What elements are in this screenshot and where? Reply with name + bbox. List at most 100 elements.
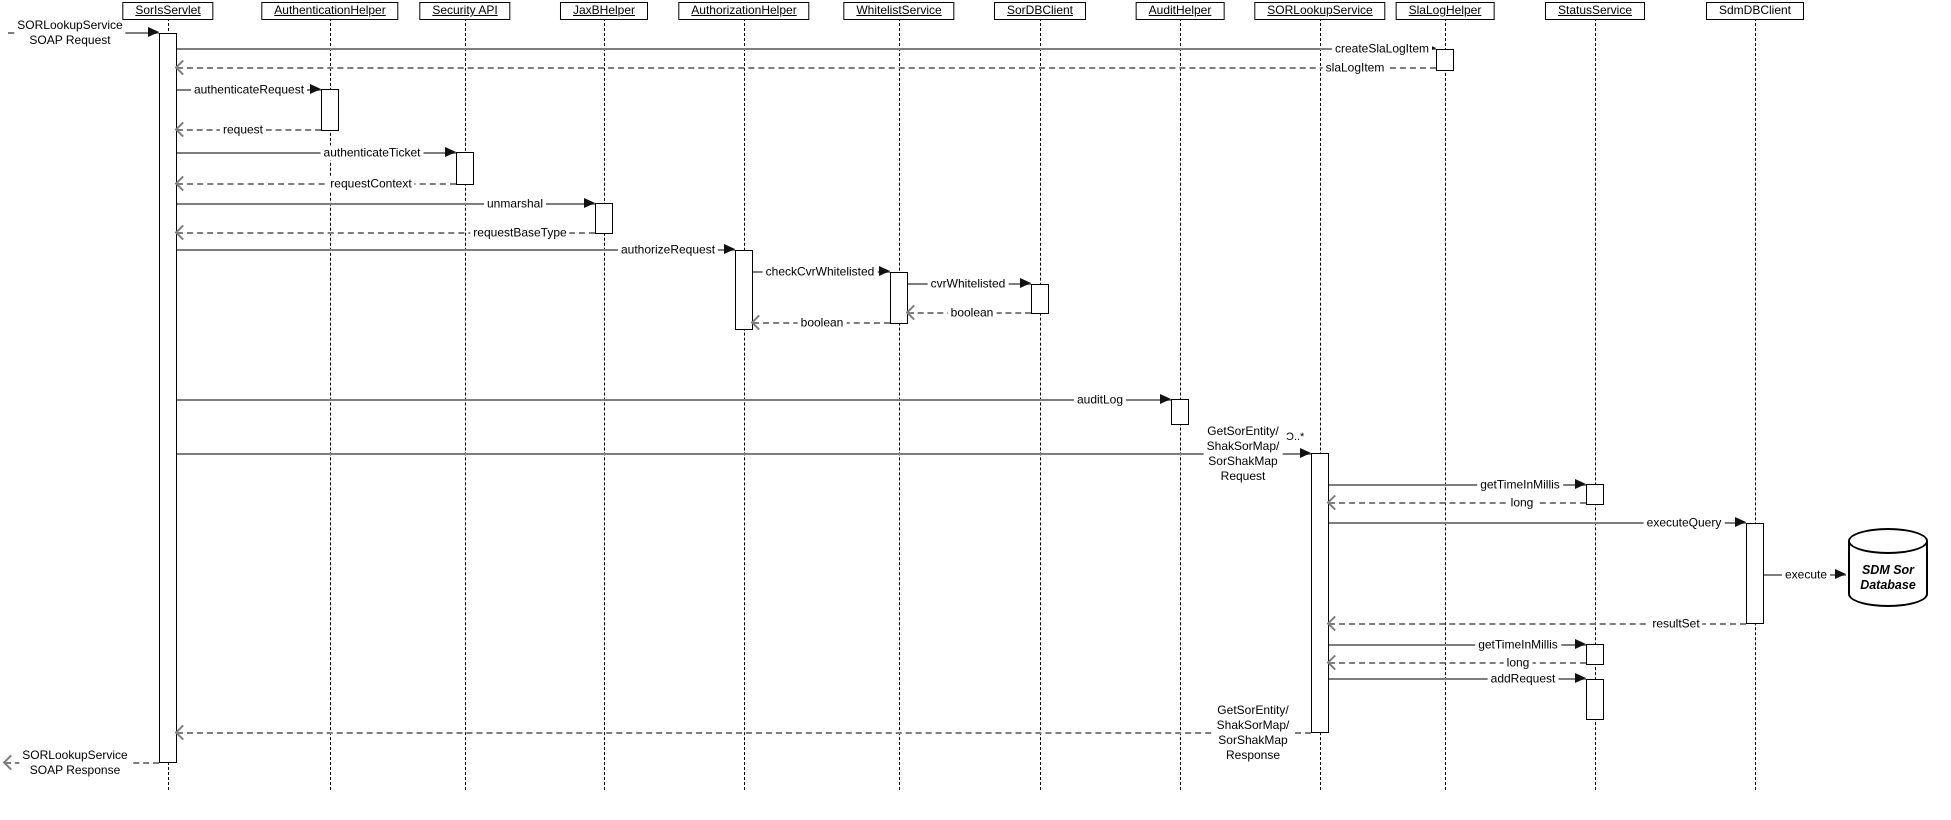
arrowhead-open-icon — [174, 59, 191, 76]
lifeline-line — [329, 18, 331, 790]
lifeline-header-SorDBClient[interactable]: SorDBClient — [993, 2, 1087, 20]
lifeline-header-AuditHelper[interactable]: AuditHelper — [1135, 2, 1225, 20]
lifeline-header-JaxBHelper[interactable]: JaxBHelper — [559, 2, 649, 20]
message-line — [177, 453, 1311, 455]
activation-bar[interactable] — [1436, 49, 1454, 71]
lifeline-header-StatusService[interactable]: StatusService — [1544, 2, 1646, 20]
message-label[interactable]: SORLookupService SOAP Response — [19, 748, 131, 778]
lifeline-name-label: Security API — [432, 3, 498, 17]
activation-bar[interactable] — [1586, 644, 1604, 665]
message-label[interactable]: authenticateTicket — [320, 145, 424, 161]
message-label[interactable]: auditLog — [1073, 392, 1127, 408]
lifeline-header-AuthorizationHelper[interactable]: AuthorizationHelper — [678, 2, 810, 20]
lifeline-line — [1754, 18, 1756, 790]
message-line — [1329, 678, 1586, 680]
message-label[interactable]: GetSorEntity/ ShakSorMap/ SorShakMap Req… — [1203, 424, 1283, 484]
message-label[interactable]: getTimeInMillis — [1477, 477, 1563, 493]
activation-bar[interactable] — [735, 250, 753, 330]
lifeline-name-label: SorIsServlet — [135, 3, 201, 17]
message-label[interactable]: long — [1503, 655, 1533, 671]
arrowhead-open-icon — [174, 175, 191, 192]
arrowhead-filled-icon — [1160, 394, 1171, 404]
activation-bar[interactable] — [595, 203, 613, 234]
arrowhead-open-icon — [174, 121, 191, 138]
arrowhead-filled-icon — [1300, 448, 1311, 458]
lifeline-name-label: SlaLogHelper — [1408, 3, 1482, 17]
message-label[interactable]: addRequest — [1487, 671, 1559, 687]
activation-bar[interactable] — [1586, 679, 1604, 720]
lifeline-name-label: AuditHelper — [1148, 3, 1212, 17]
lifeline-line — [743, 18, 745, 790]
message-line — [177, 203, 595, 205]
message-line — [177, 732, 1311, 734]
lifeline-line — [1594, 18, 1596, 790]
lifeline-line — [1319, 18, 1321, 790]
message-line — [1329, 662, 1586, 664]
message-label[interactable]: boolean — [797, 315, 847, 331]
activation-bar[interactable] — [1031, 284, 1049, 314]
iteration-marker: Ɔ..* — [1286, 431, 1305, 443]
activation-bar[interactable] — [1311, 453, 1329, 733]
arrowhead-filled-icon — [1735, 517, 1746, 527]
lifeline-header-SlaLogHelper[interactable]: SlaLogHelper — [1395, 2, 1495, 20]
message-line — [1329, 502, 1586, 504]
message-line — [177, 249, 735, 251]
arrowhead-filled-icon — [1835, 569, 1846, 579]
arrowhead-open-icon — [1326, 615, 1343, 632]
message-line — [177, 48, 1436, 50]
arrowhead-filled-icon — [310, 84, 321, 94]
lifeline-header-SORLookupService[interactable]: SORLookupService — [1254, 2, 1386, 20]
activation-bar[interactable] — [1171, 399, 1189, 425]
activation-bar[interactable] — [159, 33, 177, 763]
lifeline-name-label: SdmDBClient — [1718, 3, 1792, 17]
message-label[interactable]: unmarshal — [483, 196, 547, 212]
lifeline-header-WhitelistService[interactable]: WhitelistService — [843, 2, 955, 20]
arrowhead-open-icon — [1326, 494, 1343, 511]
arrowhead-filled-icon — [1575, 479, 1586, 489]
arrowhead-open-icon — [1326, 654, 1343, 671]
activation-bar[interactable] — [456, 152, 474, 185]
database-label: SDM Sor Database — [1860, 563, 1916, 592]
message-label[interactable]: long — [1507, 495, 1537, 511]
lifeline-header-SdmDBClient[interactable]: SdmDBClient — [1705, 2, 1805, 20]
message-line — [177, 183, 456, 185]
lifeline-header-AuthenticationHelper[interactable]: AuthenticationHelper — [261, 2, 399, 20]
arrowhead-open-icon — [174, 724, 191, 741]
message-label[interactable]: requestContext — [327, 176, 415, 192]
activation-bar[interactable] — [321, 89, 339, 131]
database-node[interactable]: SDM Sor Database — [1848, 528, 1928, 620]
message-label[interactable]: executeQuery — [1643, 515, 1725, 531]
message-label[interactable]: execute — [1781, 567, 1831, 583]
message-label[interactable]: SORLookupService SOAP Request — [14, 18, 126, 48]
message-label[interactable]: request — [219, 122, 267, 138]
lifeline-header-Security API[interactable]: Security API — [419, 2, 511, 20]
arrowhead-open-icon — [750, 314, 767, 331]
activation-bar[interactable] — [1586, 484, 1604, 505]
message-label[interactable]: requestBaseType — [470, 225, 570, 241]
arrowhead-open-icon — [2, 754, 19, 771]
message-label[interactable]: authenticateRequest — [190, 82, 308, 98]
lifeline-name-label: JaxBHelper — [572, 3, 636, 17]
message-label[interactable]: boolean — [947, 305, 997, 321]
arrowhead-filled-icon — [1575, 639, 1586, 649]
database-cylinder-top-icon — [1848, 528, 1928, 554]
activation-bar[interactable] — [1746, 523, 1764, 624]
message-line — [177, 399, 1171, 401]
message-label[interactable]: cvrWhitelisted — [927, 276, 1009, 292]
lifeline-header-SorIsServlet[interactable]: SorIsServlet — [122, 2, 214, 20]
lifeline-line — [603, 18, 605, 790]
message-label[interactable]: GetSorEntity/ ShakSorMap/ SorShakMap Res… — [1213, 703, 1293, 763]
lifeline-line — [464, 18, 466, 790]
message-label[interactable]: createSlaLogItem — [1331, 41, 1433, 57]
lifeline-name-label: SorDBClient — [1006, 3, 1074, 17]
message-label[interactable]: resultSet — [1649, 616, 1703, 632]
lifeline-name-label: AuthorizationHelper — [691, 3, 797, 17]
activation-bar[interactable] — [890, 272, 908, 324]
message-label[interactable]: authorizeRequest — [617, 242, 719, 258]
message-label[interactable]: getTimeInMillis — [1475, 637, 1561, 653]
message-label[interactable]: checkCvrWhitelisted — [762, 264, 878, 280]
arrowhead-open-icon — [905, 304, 922, 321]
message-label[interactable]: slaLogItem — [1322, 60, 1388, 76]
message-line — [1329, 644, 1586, 646]
